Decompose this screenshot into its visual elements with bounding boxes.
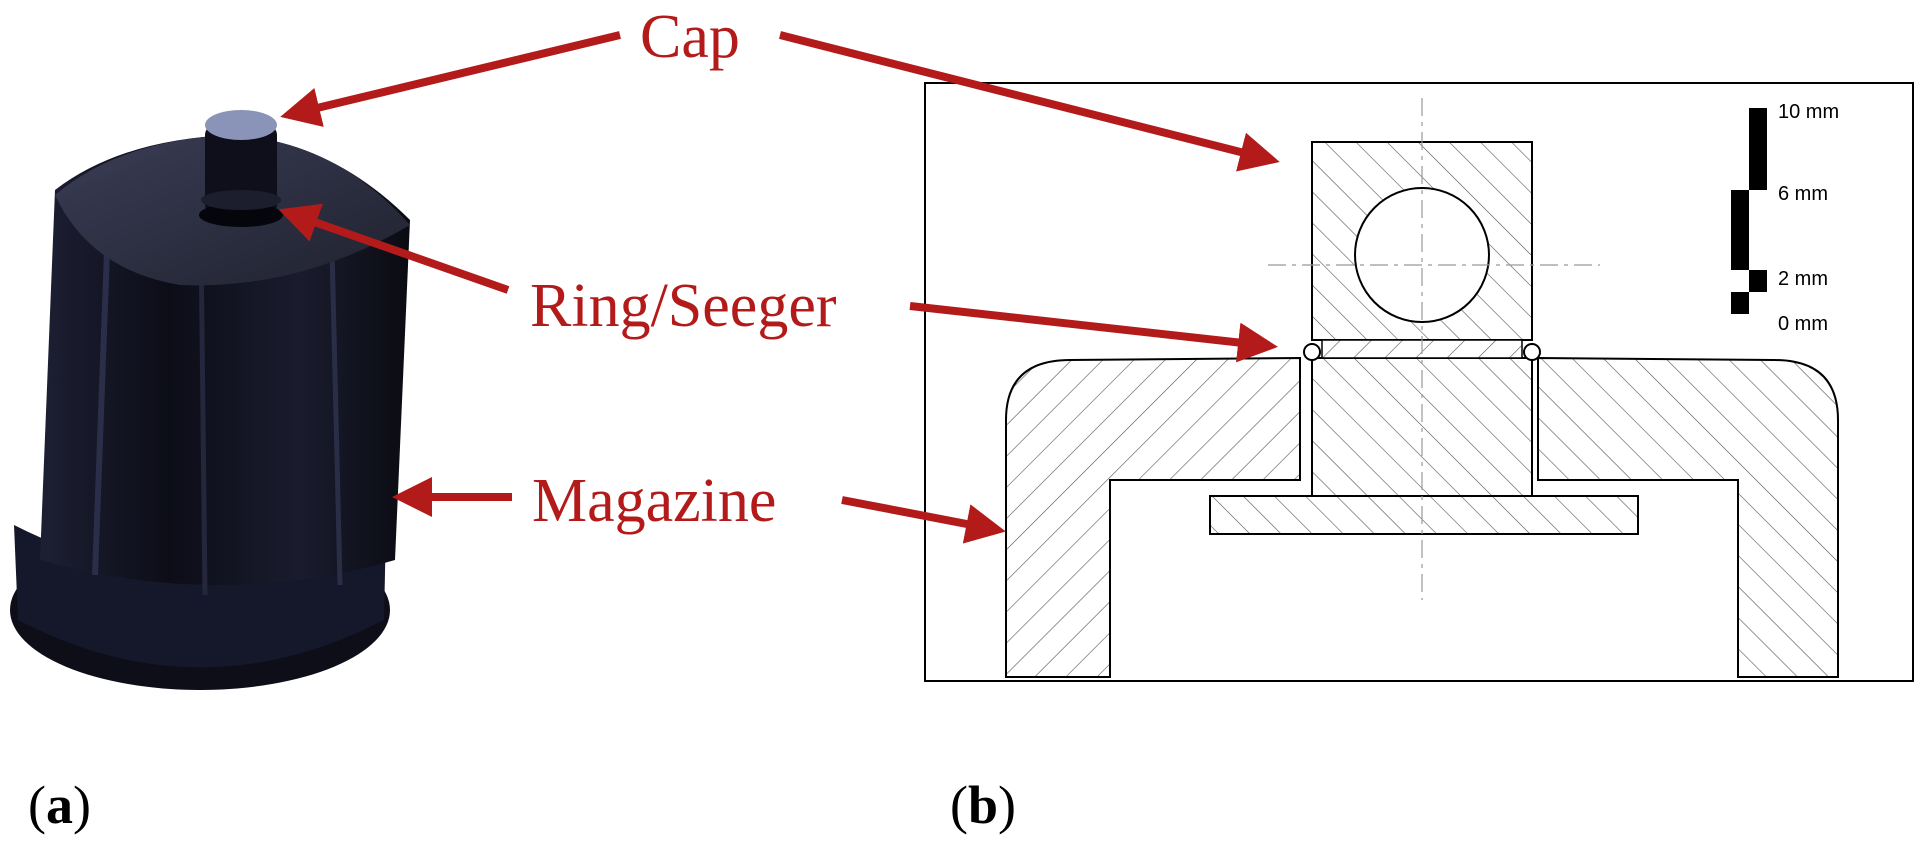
scale-label-2mm: 2 mm [1778,268,1828,290]
ring-seeger-label: Ring/Seeger [530,272,837,340]
cap-label: Cap [640,3,740,71]
magazine-photo [10,110,410,690]
scale-label-0mm: 0 mm [1778,313,1828,335]
ring-arrow-right [909,302,1278,363]
scale-label-6mm: 6 mm [1778,183,1828,205]
scale-bar: 10 mm 6 mm 2 mm 0 mm [1731,101,1839,335]
panel-b-letter: b [967,775,999,835]
cap-arrow-left [280,31,621,127]
magazine-arrow-right [841,496,1006,544]
ring-arrow-left [278,203,510,294]
section-drawing: 10 mm 6 mm 2 mm 0 mm [924,82,1914,682]
panel-b-label: (b) [950,775,1017,835]
magazine-label: Magazine [532,467,777,535]
callout-arrows [278,31,1280,544]
panel-a-letter: a [45,775,73,835]
panel-a-label: (a) [28,775,91,835]
cap-arrow-right [779,31,1280,172]
scale-label-10mm: 10 mm [1778,101,1839,123]
